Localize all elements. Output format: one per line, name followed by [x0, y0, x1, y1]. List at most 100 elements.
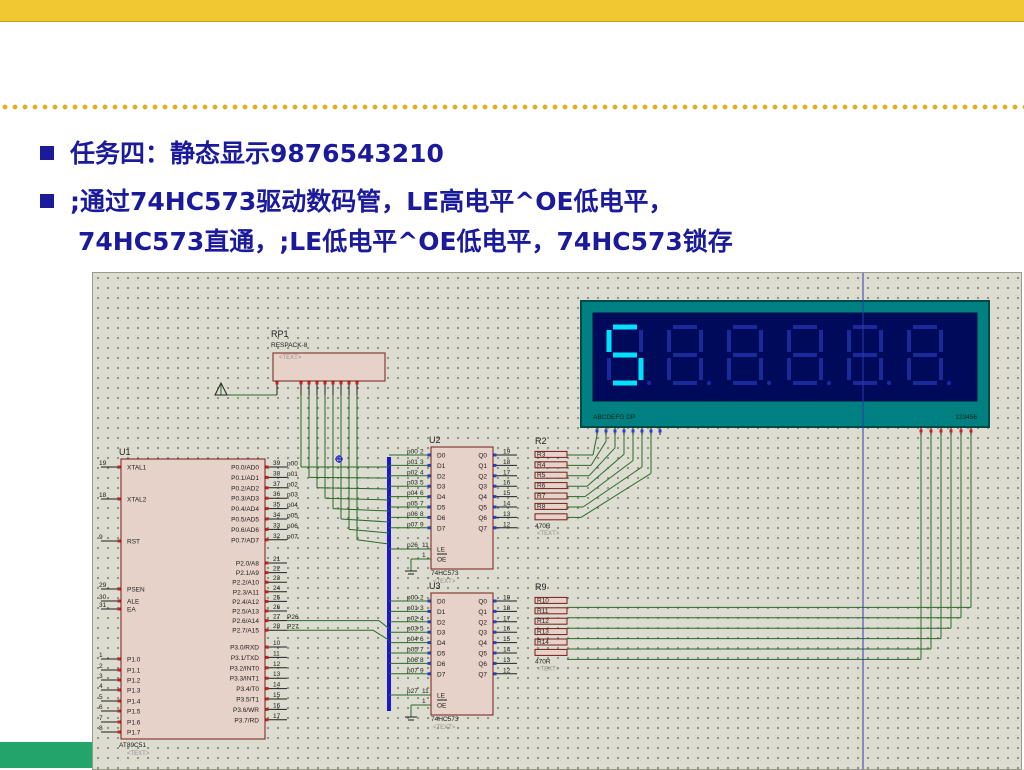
u1-right-pin-number: 13: [273, 671, 281, 678]
u1-right-pin-number: 23: [273, 575, 281, 582]
u1-right-pin-name: P0.0/AD0: [231, 465, 259, 472]
u1-right-pin-marker: [265, 609, 269, 613]
u1-right-pin-marker: [265, 655, 269, 659]
u1-left-pin-name: ALE: [127, 599, 140, 606]
u1-right-pin-marker: [265, 507, 269, 511]
u1-left-pin-name: XTAL1: [127, 465, 147, 472]
u3-input-pin-number: 9: [420, 667, 424, 674]
u3-oe-pin-name: OE: [437, 703, 447, 710]
u1-right-pin-name: P3.7/RD: [234, 717, 259, 724]
bullet-item-task: 任务四：静态显示9876543210: [40, 136, 444, 172]
u1-right-pin-number: 24: [273, 585, 281, 592]
u1-net-label: P27: [287, 624, 299, 631]
bus-entry-wire: [332, 508, 390, 512]
u1-left-pin-name: P1.4: [127, 699, 141, 706]
r-bottom-resistor-label: R11: [537, 608, 549, 615]
u2-output-pin-marker: [493, 495, 497, 499]
u1-left-pin-name: XTAL2: [127, 497, 147, 504]
digit-pins-label: 123456: [955, 414, 977, 421]
title-accent-bar: [0, 0, 1024, 22]
bullet-text: 任务四：静态显示9876543210: [70, 139, 444, 168]
u1-net-label: p06: [287, 523, 298, 530]
u2-input-pin-name: D2: [437, 473, 446, 480]
u2-input-pin-marker: [427, 515, 431, 519]
r-bottom-resistor-body: [534, 648, 568, 656]
u3-output-pin-number: 12: [503, 667, 511, 674]
u1-left-pin-number: 3: [99, 673, 103, 680]
r-top-resistor-label: R3: [537, 451, 546, 458]
u2-output-pin-marker: [493, 474, 497, 478]
r-top-resistor-body: [534, 471, 568, 479]
u1-right-pin-marker: [265, 707, 269, 711]
u3-output-pin-number: 16: [503, 626, 511, 633]
u3-output-pin-marker: [493, 672, 497, 676]
u3-output-pin-number: 13: [503, 657, 511, 664]
display-pin-marker: [929, 429, 933, 433]
u1-right-pin-number: 38: [273, 470, 281, 477]
dotted-divider: [0, 104, 1024, 110]
u1-text-label: <TEXT>: [127, 751, 150, 757]
u1-right-pin-number: 35: [273, 502, 281, 509]
u3-output-pin-name: Q3: [478, 630, 487, 637]
u2-output-pin-name: Q3: [478, 484, 487, 491]
segment-wire: [580, 472, 652, 518]
u3-input-net-label: p03: [407, 626, 418, 633]
segment-wire: [586, 453, 625, 487]
u2-input-pin-name: D5: [437, 505, 446, 512]
u3-input-pin-marker: [427, 620, 431, 624]
u2-input-pin-number: 3: [420, 459, 424, 466]
u1-right-pin-number: 15: [273, 692, 281, 699]
u1-right-pin-marker: [265, 486, 269, 490]
u1-right-pin-name: P2.2/A10: [232, 580, 259, 587]
u3-output-pin-marker: [493, 599, 497, 603]
u2-output-pin-number: 16: [503, 480, 511, 487]
u1-body: [120, 458, 266, 740]
u3-input-pin-marker: [427, 599, 431, 603]
u2-output-pin-marker: [493, 515, 497, 519]
r-top-resistor-body: [534, 482, 568, 490]
u2-output-pin-name: Q1: [478, 463, 487, 470]
u1-right-pin-number: 22: [273, 566, 281, 573]
u3-output-pin-marker: [493, 641, 497, 645]
u2-ref-label: U2: [429, 435, 441, 445]
u3-input-net-label: p05: [407, 647, 418, 654]
u1-right-pin-number: 27: [273, 614, 281, 621]
u1-left-pin-marker: [117, 709, 121, 713]
u3-oe-pin-number: 1: [422, 698, 426, 705]
r-bottom-resistor-label: R14: [537, 639, 549, 646]
bullet-text: ;通过74HC573驱动数码管，LE高电平^OE低电平，: [70, 187, 674, 216]
u2-output-pin-marker: [493, 505, 497, 509]
u1-right-pin-number: 25: [273, 594, 281, 601]
display-pin-marker: [949, 429, 953, 433]
u2-text-label: <TEXT>: [433, 579, 456, 585]
u2-oe-pin-number: 1: [422, 552, 426, 559]
u1-right-pin-number: 16: [273, 702, 281, 709]
r-top-resistor-label: R7: [537, 493, 546, 500]
u3-input-pin-number: 3: [420, 605, 424, 612]
u1-right-pin-marker: [265, 527, 269, 531]
u1-right-pin-marker: [265, 645, 269, 649]
u2-output-pin-number: 18: [503, 459, 511, 466]
bus-entry-wire: [324, 497, 390, 501]
r-top-resistor-label: R8: [537, 503, 546, 510]
display-pin-marker: [658, 429, 662, 433]
u3-output-pin-number: 19: [503, 595, 511, 602]
r-bottom-resistor-label: R13: [537, 629, 549, 636]
p27-wire: [372, 629, 390, 641]
u1-left-pin-marker: [117, 607, 121, 611]
u1-right-pin-number: 12: [273, 661, 281, 668]
u3-output-pin-marker: [493, 630, 497, 634]
u3-input-pin-marker: [427, 651, 431, 655]
u2-output-pin-number: 15: [503, 490, 511, 497]
u1-right-pin-name: P2.3/A11: [233, 589, 260, 596]
u1-right-pin-name: P2.7/A15: [232, 628, 259, 635]
u1-right-pin-marker: [265, 517, 269, 521]
u3-output-pin-name: Q4: [478, 640, 487, 647]
u1-left-pin-marker: [117, 465, 121, 469]
u1-right-pin-name: P3.2/INT0: [230, 665, 260, 672]
u2-output-pin-number: 13: [503, 511, 511, 518]
u2-input-pin-marker: [427, 463, 431, 467]
u1-right-pin-number: 17: [273, 713, 281, 720]
u2-input-net-label: p07: [407, 521, 418, 528]
u2-input-net-label: p05: [407, 501, 418, 508]
